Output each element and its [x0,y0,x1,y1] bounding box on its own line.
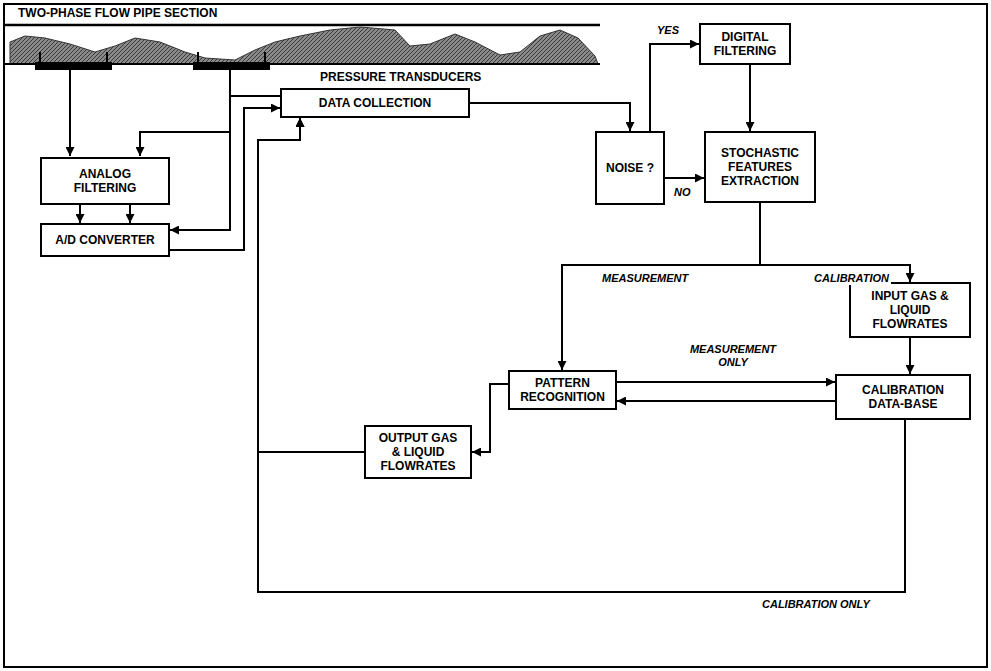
box-text: DIGITAL FILTERING [709,30,781,58]
flow-arrow [258,118,905,592]
pressure-transducer [35,62,112,70]
flow-arrow [170,108,280,250]
edge-label: CALIBRATION ONLY [760,598,872,611]
transducer-tap [264,52,266,62]
flow-arrow [617,400,835,402]
pipe-wall [3,24,600,27]
flow-arrow [749,65,751,131]
process-box: ANALOG FILTERING [40,157,170,205]
edge-label: YES [655,24,681,37]
flow-arrow [760,203,910,282]
process-box: NOISE ? [595,131,665,205]
flow-arrow [617,381,835,383]
box-text: PATTERN RECOGNITION [518,376,607,404]
flow-arrow [170,96,280,230]
process-box: DATA COLLECTION [280,88,470,118]
part-label: TWO-PHASE FLOW PIPE SECTION [16,6,219,20]
process-box: PATTERN RECOGNITION [508,370,617,410]
flow-arrow [79,205,81,223]
flow-arrow [470,103,630,131]
process-box: A/D CONVERTER [40,223,170,257]
edge-label: NO [672,186,693,199]
flow-arrow [129,205,131,223]
flow-arrow [650,44,699,131]
part-label: PRESSURE TRANSDUCERS [318,70,483,84]
box-text: ANALOG FILTERING [50,167,160,195]
edge-label: MEASUREMENT ONLY [676,343,790,369]
process-box: DIGITAL FILTERING [699,23,791,65]
box-text: INPUT GAS & LIQUID FLOWRATES [859,289,961,331]
box-text: A/D CONVERTER [55,233,154,247]
flow-arrow [472,384,508,452]
transducer-tap [197,52,199,62]
flow-arrow [665,177,704,179]
edge-label: CALIBRATION [812,272,891,285]
edge-label: MEASUREMENT [600,272,690,285]
box-text: DATA COLLECTION [319,96,431,110]
box-text: OUTPUT GAS & LIQUID FLOWRATES [374,431,462,473]
process-box: INPUT GAS & LIQUID FLOWRATES [849,282,971,338]
pressure-transducer [193,62,270,70]
signal-wire [140,70,230,156]
liquid-profile [10,27,598,64]
signal-wire [69,70,71,156]
transducer-tap [106,52,108,62]
process-box: CALIBRATION DATA-BASE [835,374,971,420]
process-box: OUTPUT GAS & LIQUID FLOWRATES [364,425,472,479]
box-text: CALIBRATION DATA-BASE [845,383,961,411]
flow-arrow [258,118,364,452]
box-text: NOISE ? [606,161,654,175]
process-box: STOCHASTIC FEATURES EXTRACTION [704,131,816,203]
transducer-tap [39,52,41,62]
flow-arrow [909,338,911,374]
box-text: STOCHASTIC FEATURES EXTRACTION [714,146,806,188]
